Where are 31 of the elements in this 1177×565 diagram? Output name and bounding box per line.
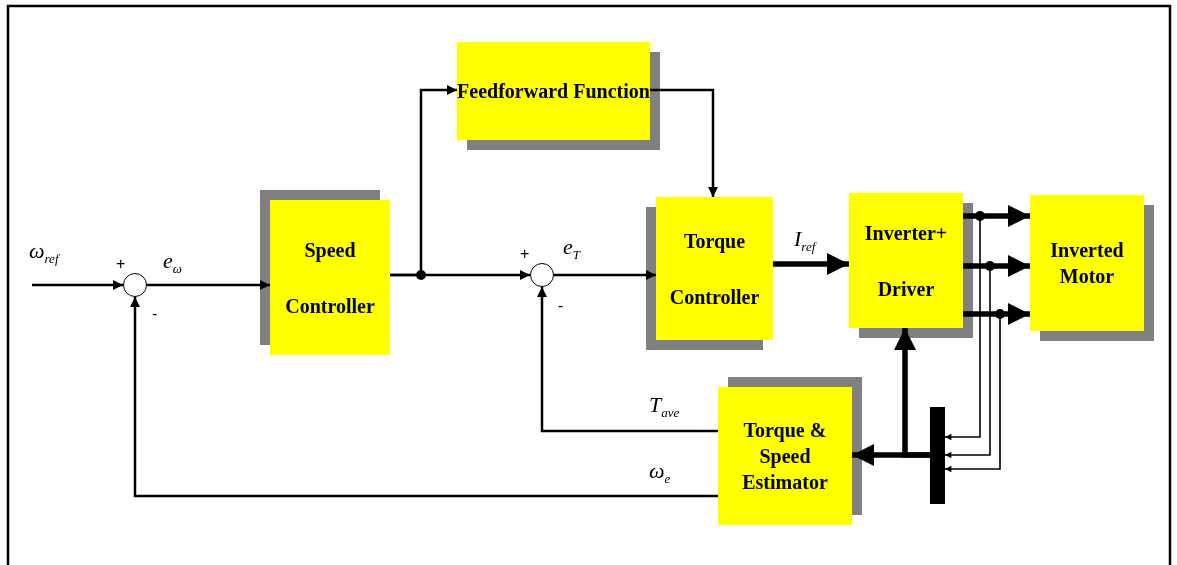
- bus-bar: [930, 407, 945, 504]
- block-label: Speed Controller: [284, 237, 376, 319]
- sign-label: +: [520, 246, 530, 262]
- signal-arrow: [963, 303, 1030, 325]
- signal-arrow: [773, 253, 849, 275]
- sign-label: +: [116, 256, 126, 272]
- signal-arrow: [537, 287, 718, 433]
- summing-junction: [530, 263, 554, 287]
- block-box: [718, 387, 852, 525]
- block-label: Inverter+ Driver: [863, 220, 949, 302]
- block-box: [270, 200, 390, 355]
- block-box: [1030, 195, 1144, 331]
- signal-arrow: [963, 255, 1030, 277]
- signal-arrow: [963, 205, 1030, 227]
- signal-arrow: [147, 280, 270, 290]
- block-label: Torque & Speed Estimator: [741, 418, 829, 495]
- block-box: [849, 193, 963, 328]
- signal-arrow: [894, 328, 930, 458]
- summing-junction: [123, 273, 147, 297]
- block-label: Feedforward Function: [457, 79, 650, 104]
- block-box: [656, 197, 773, 340]
- signal-arrow: [32, 280, 123, 290]
- block-label: Torque Controller: [668, 228, 761, 310]
- signal-arrow: [130, 297, 718, 498]
- block-label: Inverted Motor: [1049, 238, 1125, 289]
- sign-label: -: [152, 306, 158, 322]
- signal-arrow: [650, 88, 718, 197]
- signal-arrow: [390, 85, 457, 277]
- block-box: [457, 42, 650, 140]
- sign-label: -: [558, 298, 564, 314]
- signal-arrow: [554, 270, 656, 280]
